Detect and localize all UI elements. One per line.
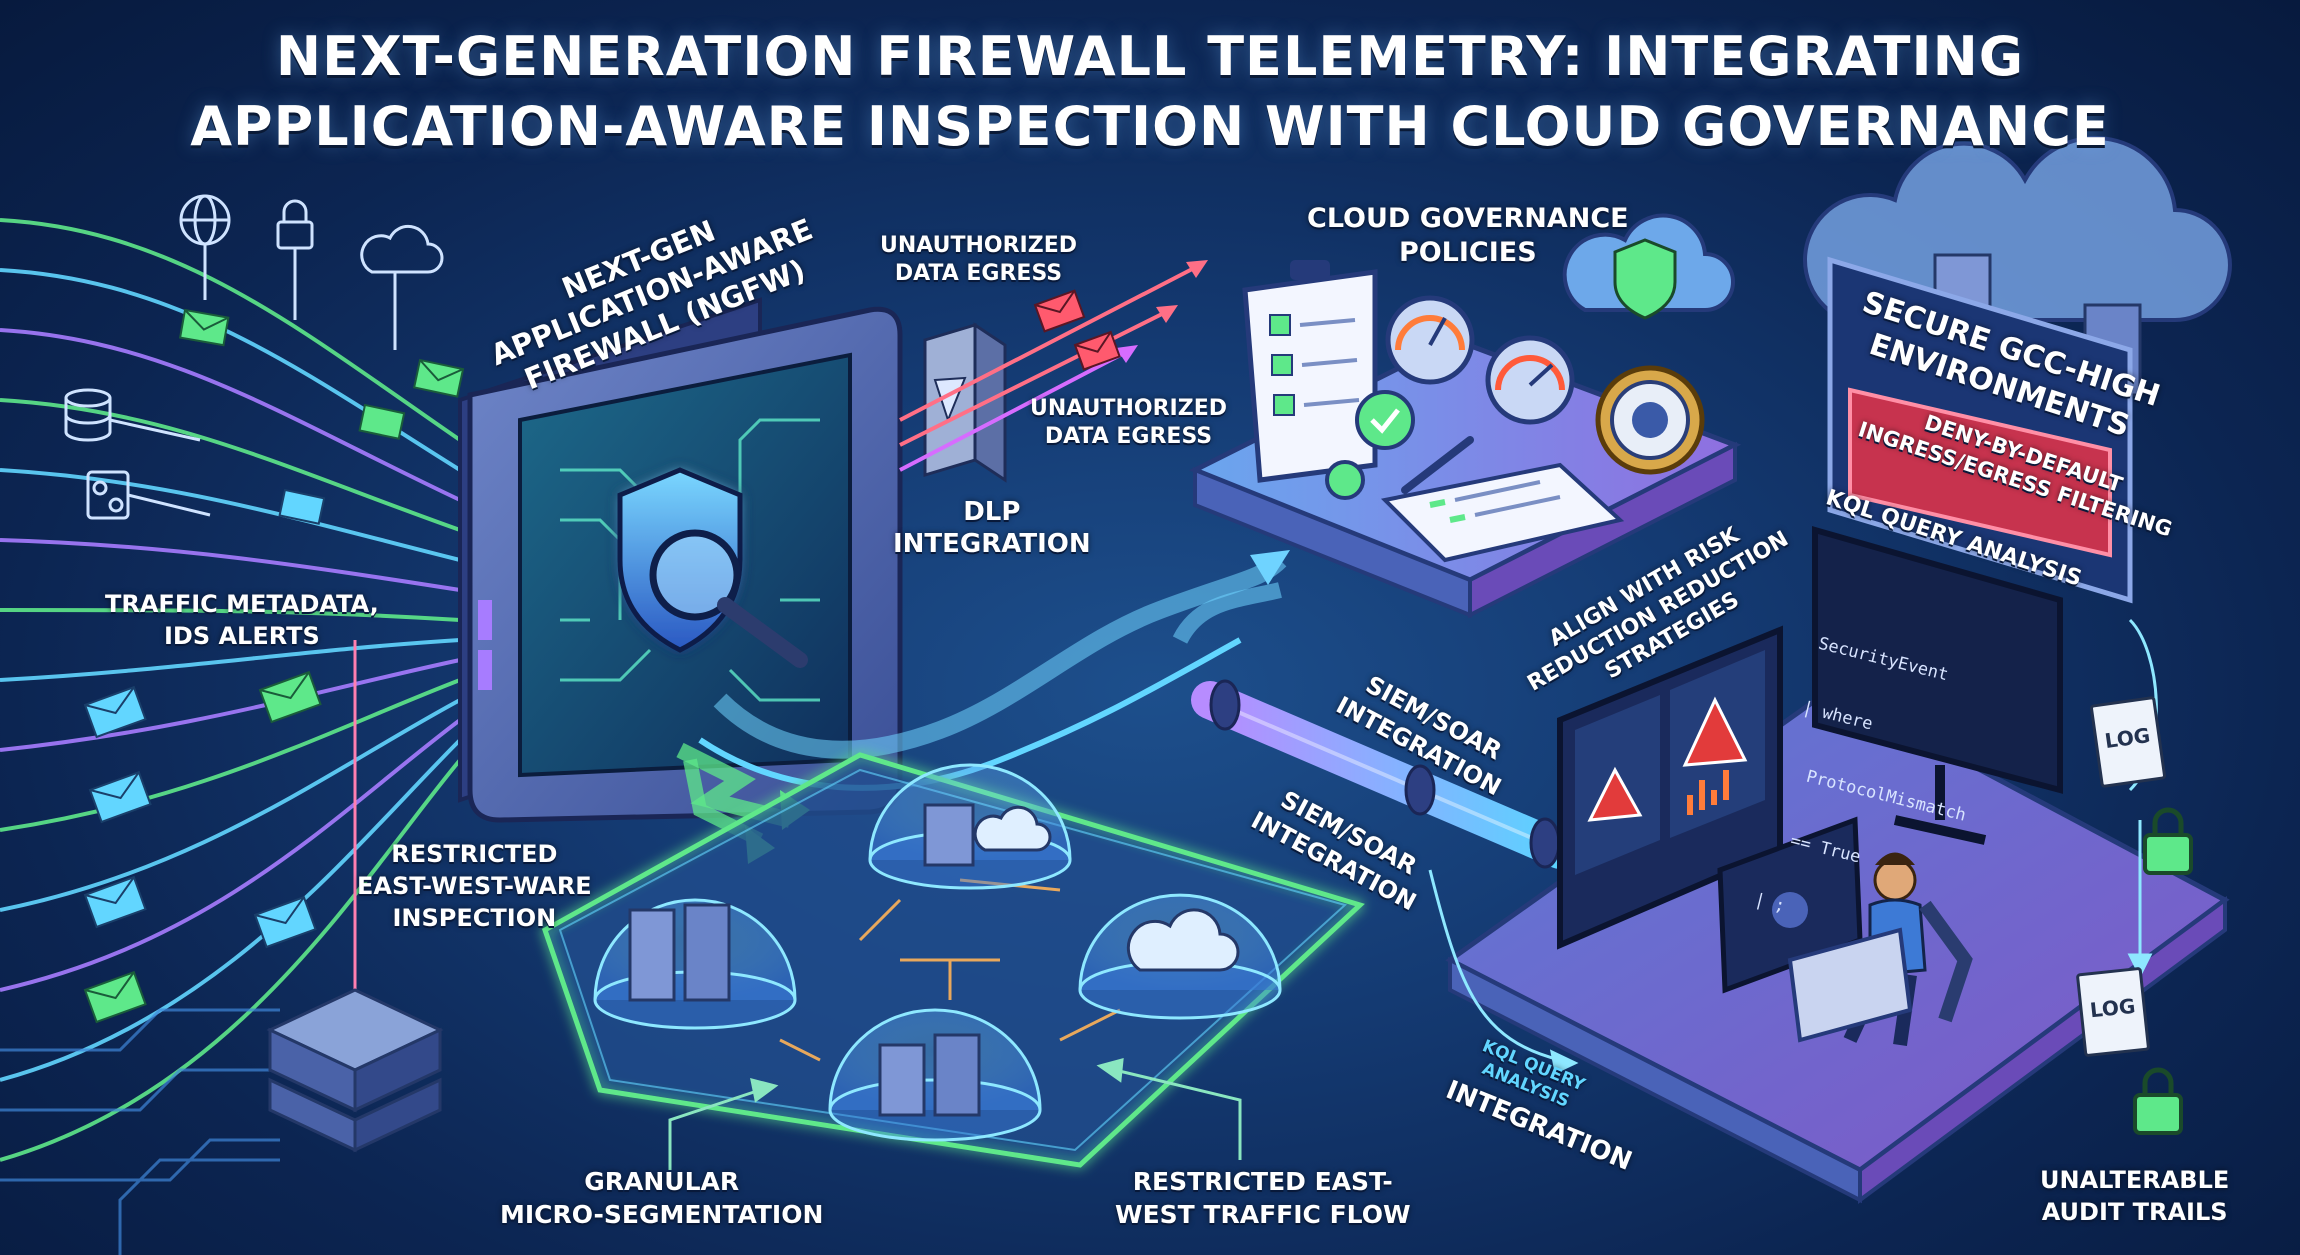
cloud-policies-label: CLOUD GOVERNANCE POLICIES bbox=[1307, 203, 1629, 268]
kql-monitor bbox=[1812, 526, 2063, 845]
segmentation-platform bbox=[541, 752, 1365, 1168]
checklist-icon bbox=[1242, 260, 1378, 483]
segmentation-callout-lines bbox=[668, 1057, 1242, 1170]
dome-3 bbox=[1078, 893, 1282, 1020]
gcc-panel bbox=[1827, 256, 2133, 604]
unalterable-audit-label: UNALTERABLE AUDIT TRAILS bbox=[2040, 1166, 2230, 1226]
database-icon bbox=[64, 388, 201, 442]
log-connectors bbox=[1428, 618, 2158, 1075]
circuit-lines bbox=[0, 1008, 280, 1255]
log-file-icon-1: LOG bbox=[2089, 695, 2167, 789]
cloud-icon bbox=[360, 224, 444, 350]
network-map-icon bbox=[86, 470, 211, 520]
dlp-integration-label: DLP INTEGRATION bbox=[893, 497, 1091, 559]
siem-pipe bbox=[1191, 679, 1579, 869]
globe-icon bbox=[179, 194, 231, 300]
egress-arrows bbox=[899, 260, 1208, 472]
granular-segmentation-label: GRANULAR MICRO-SEGMENTATION bbox=[500, 1167, 824, 1229]
dome-2 bbox=[868, 763, 1072, 890]
title-line-2: APPLICATION-AWARE INSPECTION WITH CLOUD … bbox=[190, 95, 2110, 158]
title-line-1: NEXT-GENERATION FIREWALL TELEMETRY: INTE… bbox=[275, 25, 2025, 88]
shield-magnifier-icon bbox=[617, 467, 808, 668]
padlock-icon bbox=[2133, 807, 2193, 1135]
traffic-metadata-label: TRAFFIC METADATA, IDS ALERTS bbox=[105, 590, 379, 650]
clipboard-icon bbox=[1325, 436, 1625, 563]
unauthorized-egress-label-1: UNAUTHORIZED DATA EGRESS bbox=[880, 233, 1077, 286]
unauthorized-egress-label-2: UNAUTHORIZED DATA EGRESS bbox=[1030, 396, 1227, 449]
alert-icon bbox=[1587, 696, 1748, 822]
server-stack-left bbox=[266, 640, 444, 1153]
operator-icon bbox=[1787, 852, 1973, 1046]
dome-4 bbox=[828, 1008, 1042, 1142]
ngfw-device bbox=[458, 297, 903, 823]
lock-icon bbox=[276, 199, 314, 320]
log-file-icon-2: LOG bbox=[2075, 966, 2151, 1058]
envelope-icons bbox=[83, 308, 465, 1024]
restricted-flow-label: RESTRICTED EAST- WEST TRAFFIC FLOW bbox=[1115, 1167, 1411, 1229]
restricted-inspection-label: RESTRICTED EAST-WEST-WARE INSPECTION bbox=[357, 840, 592, 932]
gauge-icon bbox=[1355, 295, 1575, 450]
seal-icon bbox=[1595, 365, 1705, 475]
server-icon bbox=[628, 903, 731, 1002]
page-title: NEXT-GENERATION FIREWALL TELEMETRY: INTE… bbox=[0, 22, 2300, 162]
shield-cloud-icon bbox=[1562, 213, 1735, 320]
